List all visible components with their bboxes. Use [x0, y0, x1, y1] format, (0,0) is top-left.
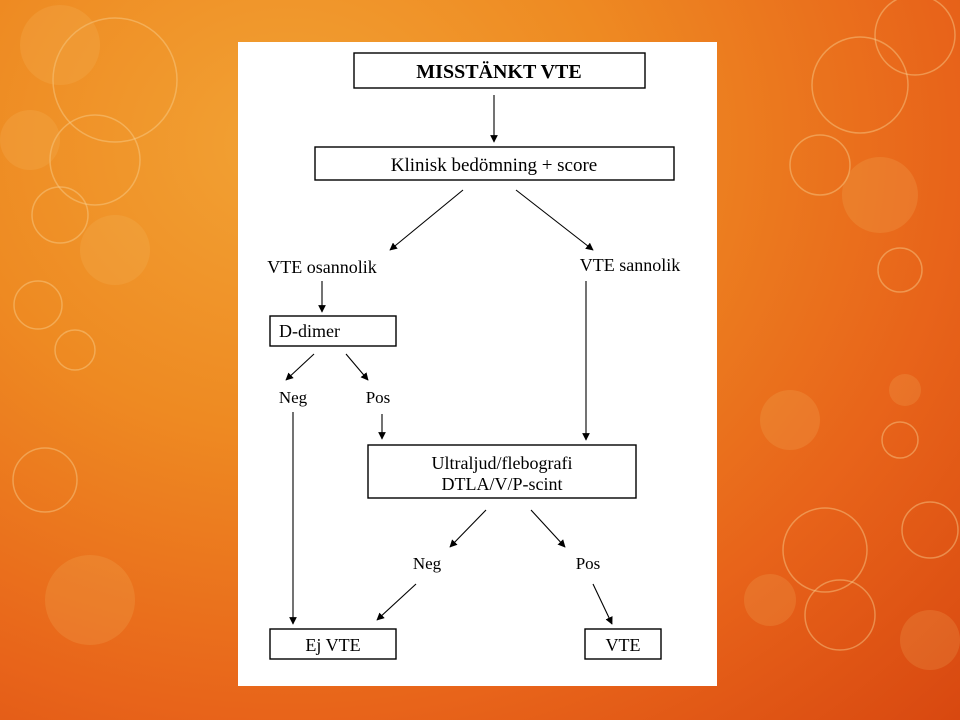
arrow-ddimer-to-pos [345, 353, 369, 381]
likely-label: VTE sannolik [580, 255, 681, 275]
arrow-assessment-to-likely [515, 189, 594, 251]
start-label: MISSTÄNKT VTE [416, 60, 581, 83]
imaging-pos-label: Pos [576, 554, 601, 573]
vte-box [584, 628, 662, 660]
imaging-label-line1: Ultraljud/flebografi [432, 453, 573, 473]
arrow-imaging-to-neg [449, 509, 487, 548]
unlikely-label: VTE osannolik [267, 257, 377, 277]
flowchart-panel: MISSTÄNKT VTE Klinisk bedömning + score … [238, 42, 717, 686]
assessment-label: Klinisk bedömning + score [391, 155, 598, 176]
arrow-pos-to-vte [592, 583, 613, 625]
imaging-neg-label: Neg [413, 554, 442, 573]
imaging-box [367, 444, 637, 499]
imaging-label-line2: DTLA/V/P-scint [442, 474, 563, 494]
arrow-ddimer-to-neg [285, 353, 315, 381]
assessment-box [314, 146, 675, 181]
vte-flowchart: MISSTÄNKT VTE Klinisk bedömning + score … [267, 52, 681, 660]
no-vte-box [269, 628, 397, 660]
arrow-imaging-to-pos [530, 509, 566, 548]
ddimer-neg-label: Neg [279, 388, 308, 407]
arrow-neg-to-no-vte-2 [376, 583, 417, 621]
vte-label: VTE [606, 635, 641, 655]
ddimer-box [269, 315, 397, 347]
no-vte-label: Ej VTE [305, 635, 360, 655]
arrow-assessment-to-unlikely [389, 189, 464, 251]
ddimer-label: D-dimer [279, 321, 340, 341]
ddimer-pos-label: Pos [366, 388, 391, 407]
start-box [353, 52, 646, 89]
